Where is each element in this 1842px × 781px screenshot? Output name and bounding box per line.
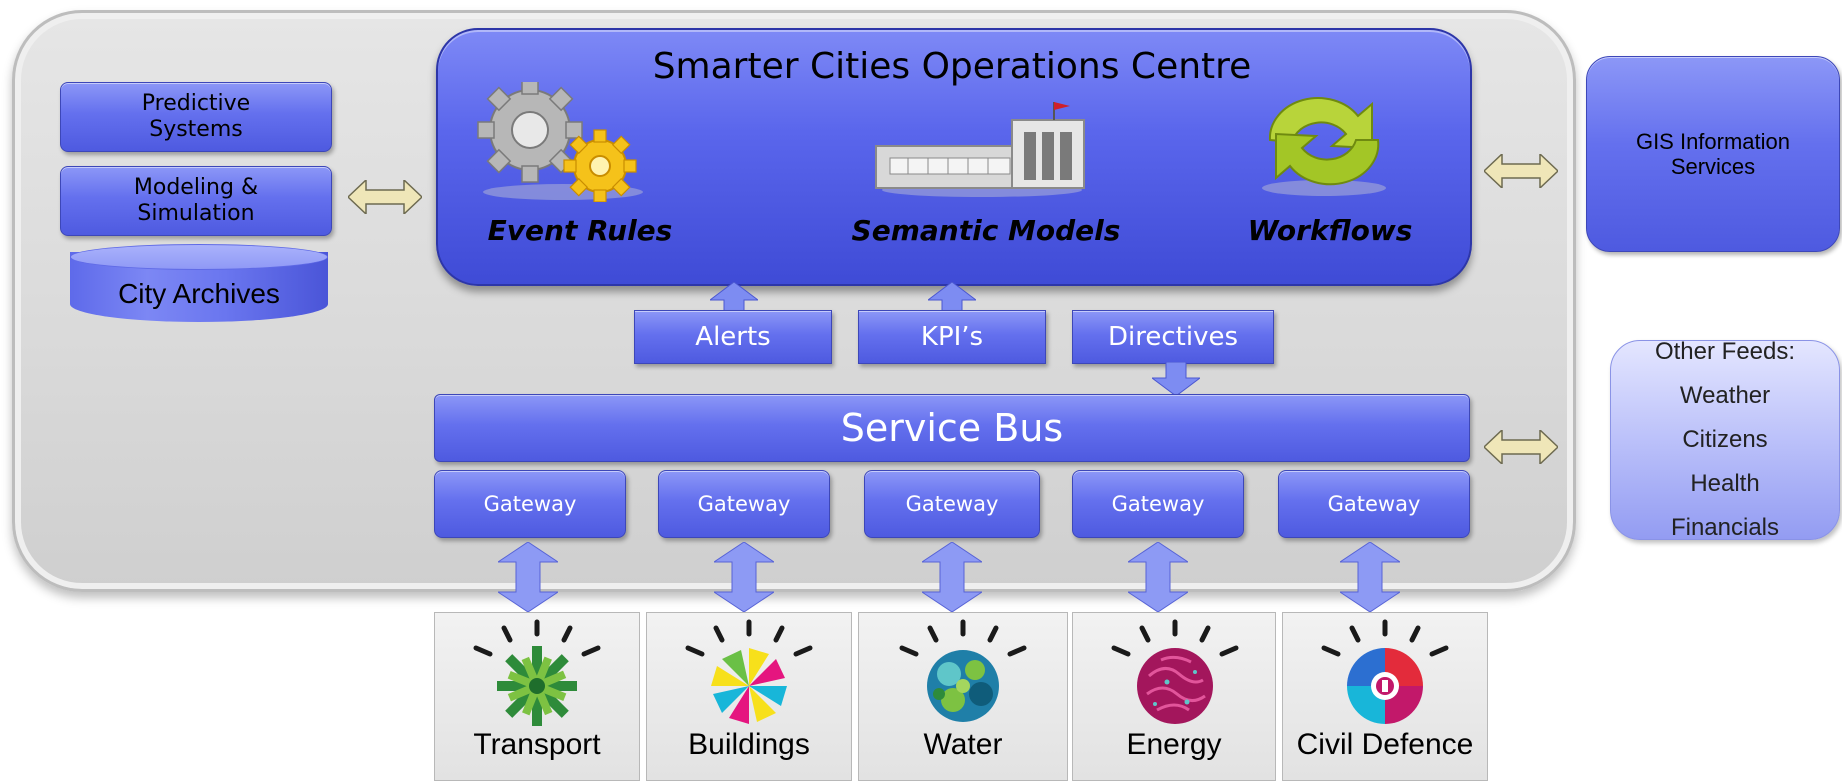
city-archives-cylinder-top — [70, 244, 328, 270]
directives-label: Directives — [1108, 322, 1238, 352]
service-bus: Service Bus — [434, 394, 1470, 462]
gateway-buildings: Gateway — [658, 470, 830, 538]
gis-double-arrow-icon — [1484, 154, 1558, 188]
gateway-label: Gateway — [1327, 492, 1421, 516]
semantic-models-label: Semantic Models — [851, 214, 1121, 247]
feed-citizens: Citizens — [1682, 426, 1768, 453]
water-double-arrow-icon — [922, 542, 982, 612]
alerts-box: Alerts — [634, 310, 832, 364]
service-bus-label: Service Bus — [840, 406, 1064, 450]
gateway-transport: Gateway — [434, 470, 626, 538]
buildings-double-arrow-icon — [714, 542, 774, 612]
predictive-systems-label: Predictive Systems — [141, 91, 251, 142]
modeling-simulation-label: Modeling & Simulation — [133, 175, 259, 226]
water-label: Water — [923, 728, 1003, 761]
gis-label: GIS Information Services — [1635, 129, 1791, 179]
energy-icon — [1111, 619, 1239, 724]
transport-double-arrow-icon — [498, 542, 558, 612]
energy-label: Energy — [1126, 728, 1222, 761]
event-rules-label: Event Rules — [487, 214, 673, 247]
gis-information-services-box: GIS Information Services — [1586, 56, 1840, 252]
gears-icon — [477, 82, 643, 202]
feed-weather: Weather — [1679, 382, 1771, 409]
energy-double-arrow-icon — [1128, 542, 1188, 612]
feed-health: Health — [1690, 470, 1760, 497]
transport-label: Transport — [473, 728, 601, 761]
workflows-label: Workflows — [1247, 214, 1413, 247]
other-feeds-title: Other Feeds: — [1654, 338, 1796, 365]
left-stack-double-arrow-icon — [348, 180, 422, 214]
feeds-double-arrow-icon — [1484, 430, 1558, 464]
alerts-label: Alerts — [695, 322, 771, 352]
modeling-simulation-box: Modeling & Simulation — [60, 166, 332, 236]
gateway-civil-defence: Gateway — [1278, 470, 1470, 538]
directives-box: Directives — [1072, 310, 1274, 364]
feed-financials: Financials — [1670, 514, 1780, 541]
gateway-water: Gateway — [864, 470, 1040, 538]
other-feeds-box — [1610, 340, 1840, 540]
predictive-systems-box: Predictive Systems — [60, 82, 332, 152]
kpis-up-arrow-icon — [928, 282, 976, 318]
civil-defence-icon — [1321, 619, 1449, 724]
operations-centre-title: Smarter Cities Operations Centre — [652, 46, 1252, 87]
gateway-energy: Gateway — [1072, 470, 1244, 538]
alerts-up-arrow-icon — [710, 282, 758, 318]
workflow-cycle-icon — [1262, 97, 1386, 196]
gateway-label: Gateway — [1111, 492, 1205, 516]
buildings-label: Buildings — [688, 728, 810, 761]
gateway-label: Gateway — [905, 492, 999, 516]
buildings-icon — [685, 619, 813, 724]
kpis-box: KPI’s — [858, 310, 1046, 364]
city-archives-label: City Archives — [118, 278, 280, 309]
civil-defence-double-arrow-icon — [1340, 542, 1400, 612]
gateway-label: Gateway — [483, 492, 577, 516]
transport-icon — [473, 619, 601, 726]
civil-defence-label: Civil Defence — [1296, 728, 1474, 761]
water-icon — [899, 619, 1027, 722]
factory-icon — [875, 102, 1085, 197]
kpis-label: KPI’s — [920, 322, 984, 352]
gateway-label: Gateway — [697, 492, 791, 516]
directives-down-arrow-icon — [1152, 362, 1200, 396]
